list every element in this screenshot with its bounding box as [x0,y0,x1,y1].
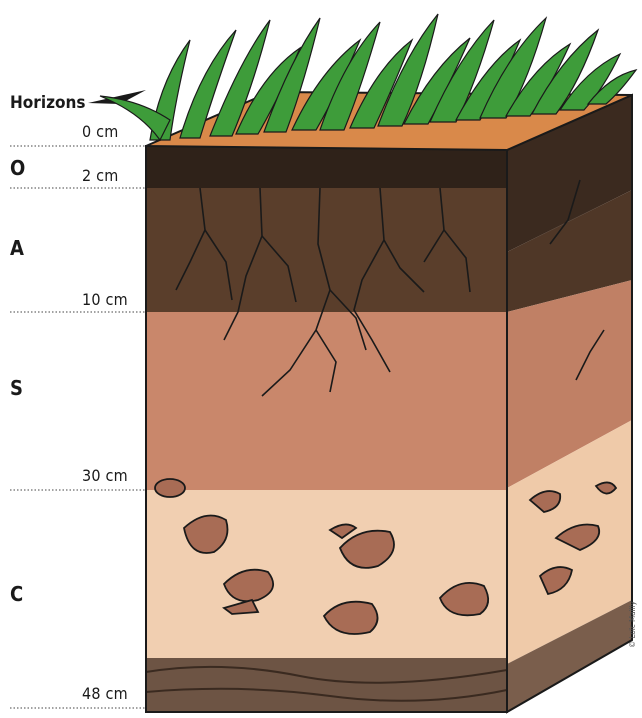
depth-label-10cm: 10 cm [82,290,128,309]
horizon-label-S: S [10,376,23,400]
horizon-label-O: O [10,156,25,180]
depth-label-48cm: 48 cm [82,684,128,703]
horizon-C-layer [146,490,507,658]
horizon-label-C: C [10,582,23,606]
depth-label-0cm: 0 cm [82,122,118,141]
photo-credit: © Loïc Mailly [628,601,637,648]
block-side-face [507,95,632,712]
depth-label-30cm: 30 cm [82,466,128,485]
depth-guide-lines [10,146,146,708]
block-front-face [146,146,507,712]
depth-label-2cm: 2 cm [82,166,118,185]
horizon-S-layer [146,312,507,490]
horizon-label-A: A [10,236,24,260]
horizons-title: Horizons [10,93,86,113]
horizon-A-layer [146,188,507,312]
horizon-O-layer [146,146,507,188]
